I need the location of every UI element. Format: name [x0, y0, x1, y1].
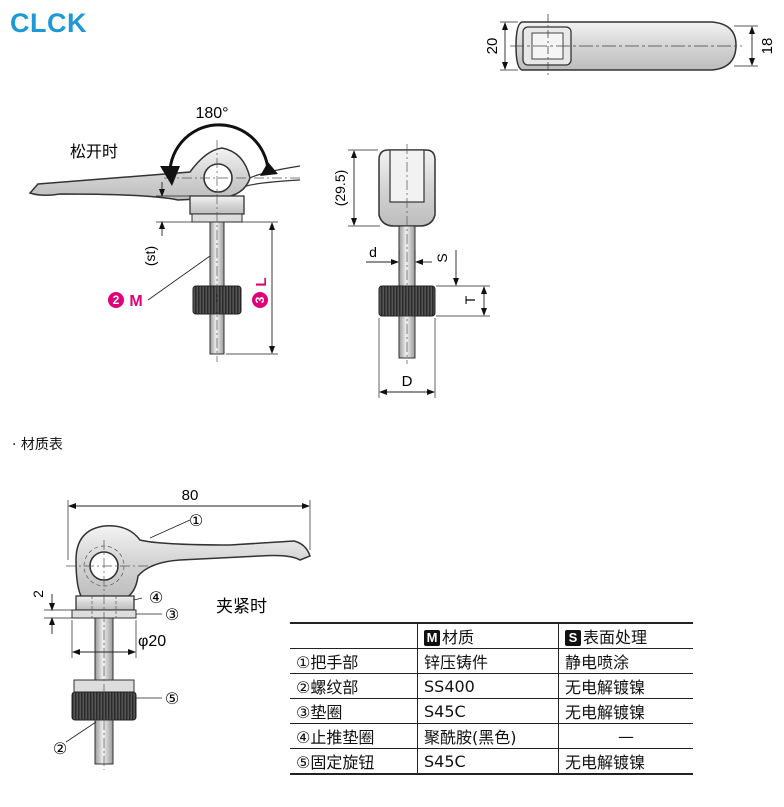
page-title: CLCK: [10, 8, 87, 38]
stroke-label: (st): [142, 246, 158, 266]
dim-washer: φ20: [138, 633, 166, 650]
open-view: 180° 松开时 (st) 3 L 2 M: [28, 105, 301, 362]
dim-length: 80: [182, 487, 199, 504]
table-row: ②螺纹部 SS400 无电解镀镍: [290, 673, 693, 699]
callout-4: ④: [149, 588, 163, 607]
section-heading: · 材质表: [12, 437, 63, 453]
table-row: ⑤固定旋钮 S45C 无电解镀镍: [290, 748, 693, 775]
callout-1: ①: [189, 511, 203, 530]
dim-d-large: D: [402, 373, 413, 390]
table-row: ④止推垫圈 聚酰胺(黑色) —: [290, 723, 693, 749]
label-l: L: [253, 277, 270, 286]
table-row: ③垫圈 S45C 无电解镀镍: [290, 698, 693, 724]
top-view: 20 18: [484, 14, 776, 78]
cell-surface: 静电喷涂: [558, 648, 693, 674]
cell-material: S45C: [417, 698, 559, 724]
cell-surface: 无电解镀镍: [558, 748, 693, 775]
clamp-state-label: 夹紧时: [216, 597, 267, 617]
header-surface-label: 表面处理: [583, 628, 648, 647]
callout-5: ⑤: [165, 689, 179, 708]
cell-part: ④止推垫圈: [290, 723, 418, 749]
header-material-label: 材质: [442, 628, 475, 647]
dim-top-side: 18: [759, 38, 776, 55]
callout-2: ②: [53, 739, 67, 758]
dim-s: S: [434, 253, 450, 262]
cell-material: 聚酰胺(黑色): [417, 723, 559, 749]
callout-3: ③: [165, 605, 179, 624]
header-part: [290, 622, 418, 649]
label-m: M: [129, 293, 142, 310]
dim-t: T: [462, 295, 478, 304]
cell-part: ⑤固定旋钮: [290, 748, 418, 775]
dim-gap: 2: [30, 590, 46, 598]
surface-badge: S: [565, 630, 581, 646]
cell-part: ③垫圈: [290, 698, 418, 724]
cell-part: ②螺纹部: [290, 673, 418, 699]
dim-top-height: 20: [484, 38, 501, 55]
side-view: (29.5) d S T D: [332, 144, 490, 398]
dim-d-small: d: [369, 244, 377, 260]
table-row: ①把手部 锌压铸件 静电喷涂: [290, 648, 693, 674]
rotation-label: 180°: [195, 105, 228, 122]
dim-side-height: (29.5): [332, 170, 348, 207]
label-m-number: 2: [113, 293, 120, 307]
cell-material: S45C: [417, 748, 559, 775]
cell-material: 锌压铸件: [417, 648, 559, 674]
cell-surface: —: [558, 723, 693, 749]
open-state-label: 松开时: [70, 142, 118, 161]
cell-surface: 无电解镀镍: [558, 698, 693, 724]
cell-part: ①把手部: [290, 648, 418, 674]
material-badge: M: [424, 630, 440, 646]
cell-surface: 无电解镀镍: [558, 673, 693, 699]
label-l-number: 3: [253, 296, 267, 303]
cell-material: SS400: [417, 673, 559, 699]
clamp-view: 80 2 φ20 夹紧时 ① ④ ③ ⑤: [30, 487, 311, 770]
